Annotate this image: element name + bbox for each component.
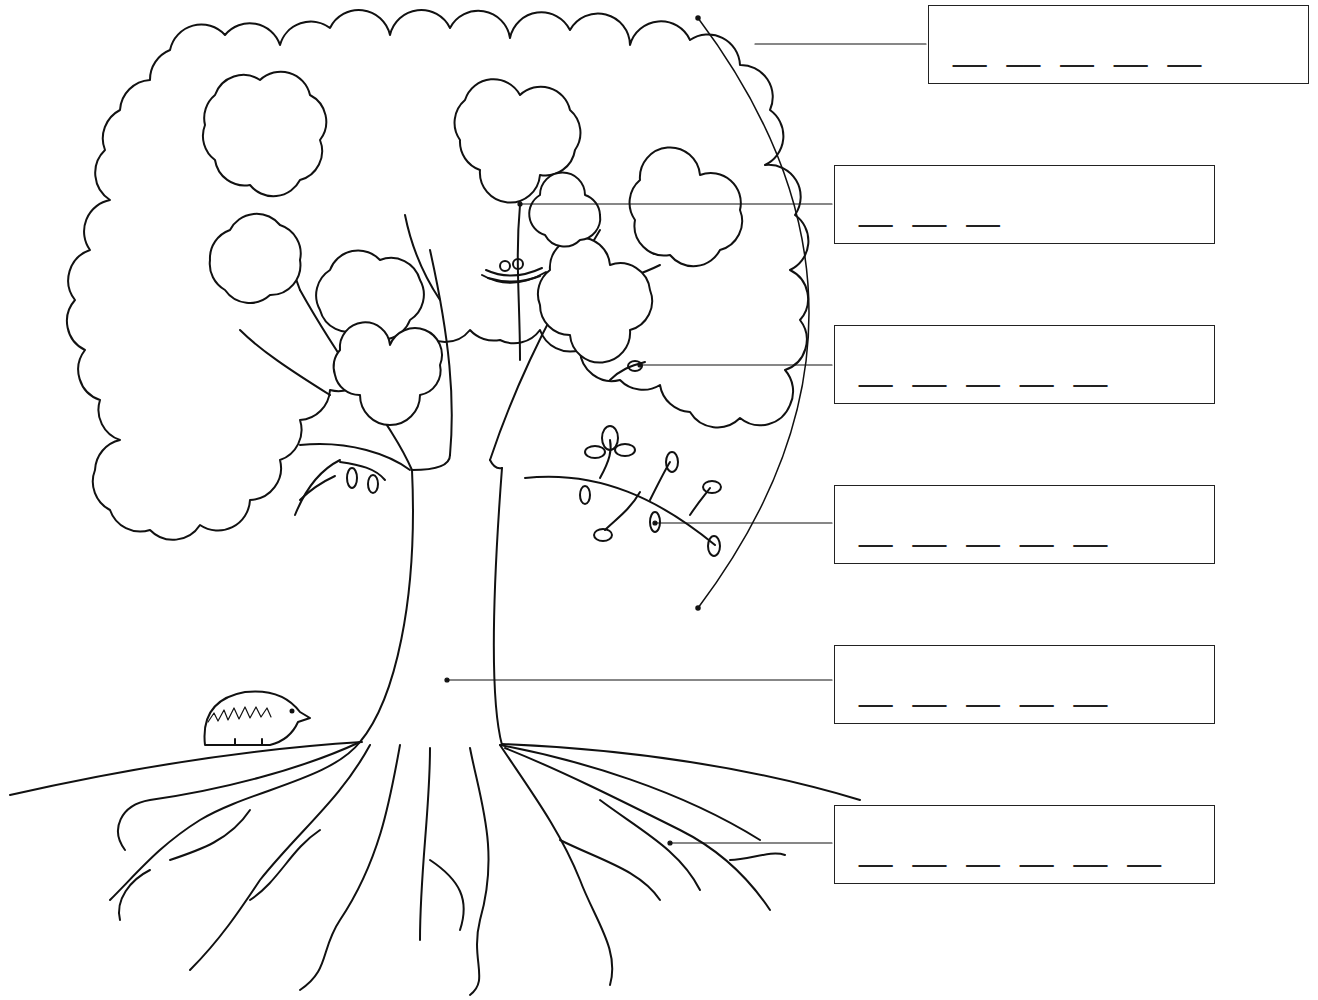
hedgehog bbox=[291, 710, 294, 713]
ground-line bbox=[10, 742, 362, 795]
ground-line bbox=[10, 742, 860, 800]
tree-branches bbox=[300, 444, 410, 470]
tree-roots bbox=[500, 745, 760, 840]
twig bbox=[368, 475, 378, 493]
tree-trunk bbox=[360, 470, 413, 742]
answer-box: __ __ __ bbox=[834, 165, 1215, 244]
tree-roots bbox=[110, 742, 785, 995]
leader-line bbox=[670, 842, 832, 843]
twig bbox=[600, 440, 611, 478]
tree-roots bbox=[430, 860, 464, 930]
answer-box: __ __ __ __ __ bbox=[834, 645, 1215, 724]
leader-line bbox=[520, 203, 832, 204]
leader-line bbox=[655, 522, 832, 523]
twig bbox=[615, 444, 635, 456]
twig bbox=[708, 536, 720, 556]
leaf-clump bbox=[334, 322, 442, 425]
twig bbox=[650, 512, 660, 532]
bird-nest bbox=[488, 276, 540, 282]
crown-bracket bbox=[696, 16, 809, 610]
twig bbox=[703, 481, 721, 493]
hedgehog bbox=[208, 707, 271, 722]
tree-crown bbox=[67, 10, 808, 540]
tree-roots bbox=[250, 830, 320, 900]
answer-blank: __ __ __ __ __ bbox=[859, 356, 1107, 386]
answer-box: __ __ __ __ __ bbox=[834, 485, 1215, 564]
hedgehog bbox=[235, 739, 262, 745]
answer-blank: __ __ __ __ __ bbox=[953, 36, 1201, 66]
leader-line bbox=[653, 521, 657, 525]
leaf-clump bbox=[203, 72, 326, 197]
twig bbox=[347, 468, 357, 488]
crown-bracket bbox=[698, 18, 809, 608]
leaf-clump bbox=[529, 173, 600, 247]
tree-roots bbox=[505, 748, 770, 910]
crown-bracket bbox=[696, 16, 700, 20]
leaf-clump bbox=[210, 214, 301, 303]
leaf-clump bbox=[203, 72, 742, 425]
tree-roots bbox=[118, 742, 360, 850]
twig bbox=[594, 529, 612, 541]
twig bbox=[580, 486, 590, 504]
twig bbox=[300, 476, 335, 500]
tree-roots bbox=[300, 745, 400, 990]
bird-nest bbox=[486, 268, 542, 276]
answer-blank: __ __ __ __ __ __ bbox=[859, 836, 1161, 866]
leader-line bbox=[518, 202, 522, 206]
answer-box: __ __ __ __ __ bbox=[834, 325, 1215, 404]
bird-nest bbox=[500, 261, 510, 271]
bird-nest bbox=[482, 272, 546, 283]
leaf-clump bbox=[538, 237, 652, 362]
bird-nest bbox=[513, 259, 523, 269]
twig bbox=[585, 446, 605, 458]
leader-line bbox=[640, 364, 832, 365]
answer-box: __ __ __ __ __ __ bbox=[834, 805, 1215, 884]
leader-line bbox=[445, 678, 449, 682]
leader-line bbox=[668, 841, 672, 845]
tree-roots bbox=[560, 840, 660, 900]
tree-branches bbox=[295, 460, 340, 515]
tree-trunk bbox=[494, 468, 502, 745]
hedgehog bbox=[205, 691, 311, 745]
tree-roots bbox=[110, 742, 360, 900]
leader-line bbox=[755, 43, 926, 44]
answer-blank: __ __ __ __ __ bbox=[859, 516, 1107, 546]
twig bbox=[525, 477, 715, 545]
ground-line bbox=[502, 744, 860, 800]
tree-roots bbox=[420, 748, 430, 940]
tree-branches bbox=[240, 330, 330, 395]
tree-roots bbox=[500, 745, 612, 985]
tree-roots bbox=[730, 854, 785, 860]
bird-nest bbox=[482, 259, 546, 283]
twig bbox=[610, 362, 645, 380]
crown-bracket bbox=[696, 606, 700, 610]
twig bbox=[605, 492, 640, 530]
leader-line bbox=[447, 679, 832, 680]
tree-crown bbox=[67, 10, 808, 540]
answer-blank: __ __ __ bbox=[859, 196, 1000, 226]
answer-box: __ __ __ __ __ bbox=[928, 5, 1309, 84]
leaf-clump bbox=[630, 147, 743, 266]
twig bbox=[666, 452, 678, 472]
twig bbox=[300, 462, 385, 500]
hedgehog bbox=[205, 691, 311, 745]
tree-branches bbox=[240, 205, 660, 515]
tree-roots bbox=[470, 748, 489, 995]
tree-trunk bbox=[412, 455, 502, 470]
tree-roots bbox=[600, 800, 700, 890]
leader-line bbox=[638, 363, 642, 367]
twig bbox=[525, 361, 721, 556]
tree-trunk bbox=[360, 455, 502, 745]
tree-roots bbox=[190, 745, 370, 970]
tree-roots bbox=[119, 870, 150, 920]
answer-blank: __ __ __ __ __ bbox=[859, 676, 1107, 706]
tree-roots bbox=[170, 810, 250, 860]
